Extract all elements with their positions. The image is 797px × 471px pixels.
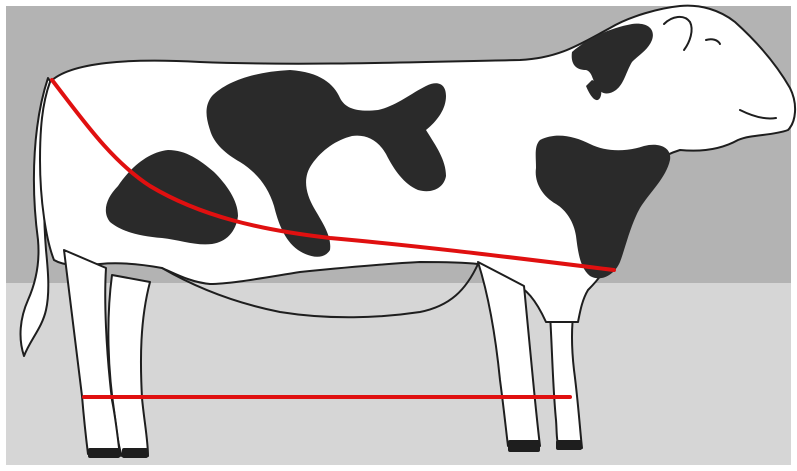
eye — [705, 38, 721, 45]
topline-curve — [50, 78, 616, 272]
spot-back-center — [206, 70, 446, 257]
spot-shoulder — [535, 135, 671, 279]
belly-line — [161, 263, 479, 319]
hooves — [88, 440, 582, 458]
muzzle-line — [739, 109, 777, 120]
hoof-near-hind — [88, 448, 120, 458]
spot-hind-ear — [586, 80, 602, 101]
spot-head — [571, 23, 653, 94]
measurement-annotations — [50, 78, 616, 399]
cow-head — [663, 16, 777, 120]
cow-spots — [105, 23, 671, 279]
ear — [663, 16, 693, 51]
hoof-near-front — [508, 440, 540, 452]
hoof-far-hind — [122, 448, 148, 458]
hoof-far-front — [556, 440, 582, 450]
